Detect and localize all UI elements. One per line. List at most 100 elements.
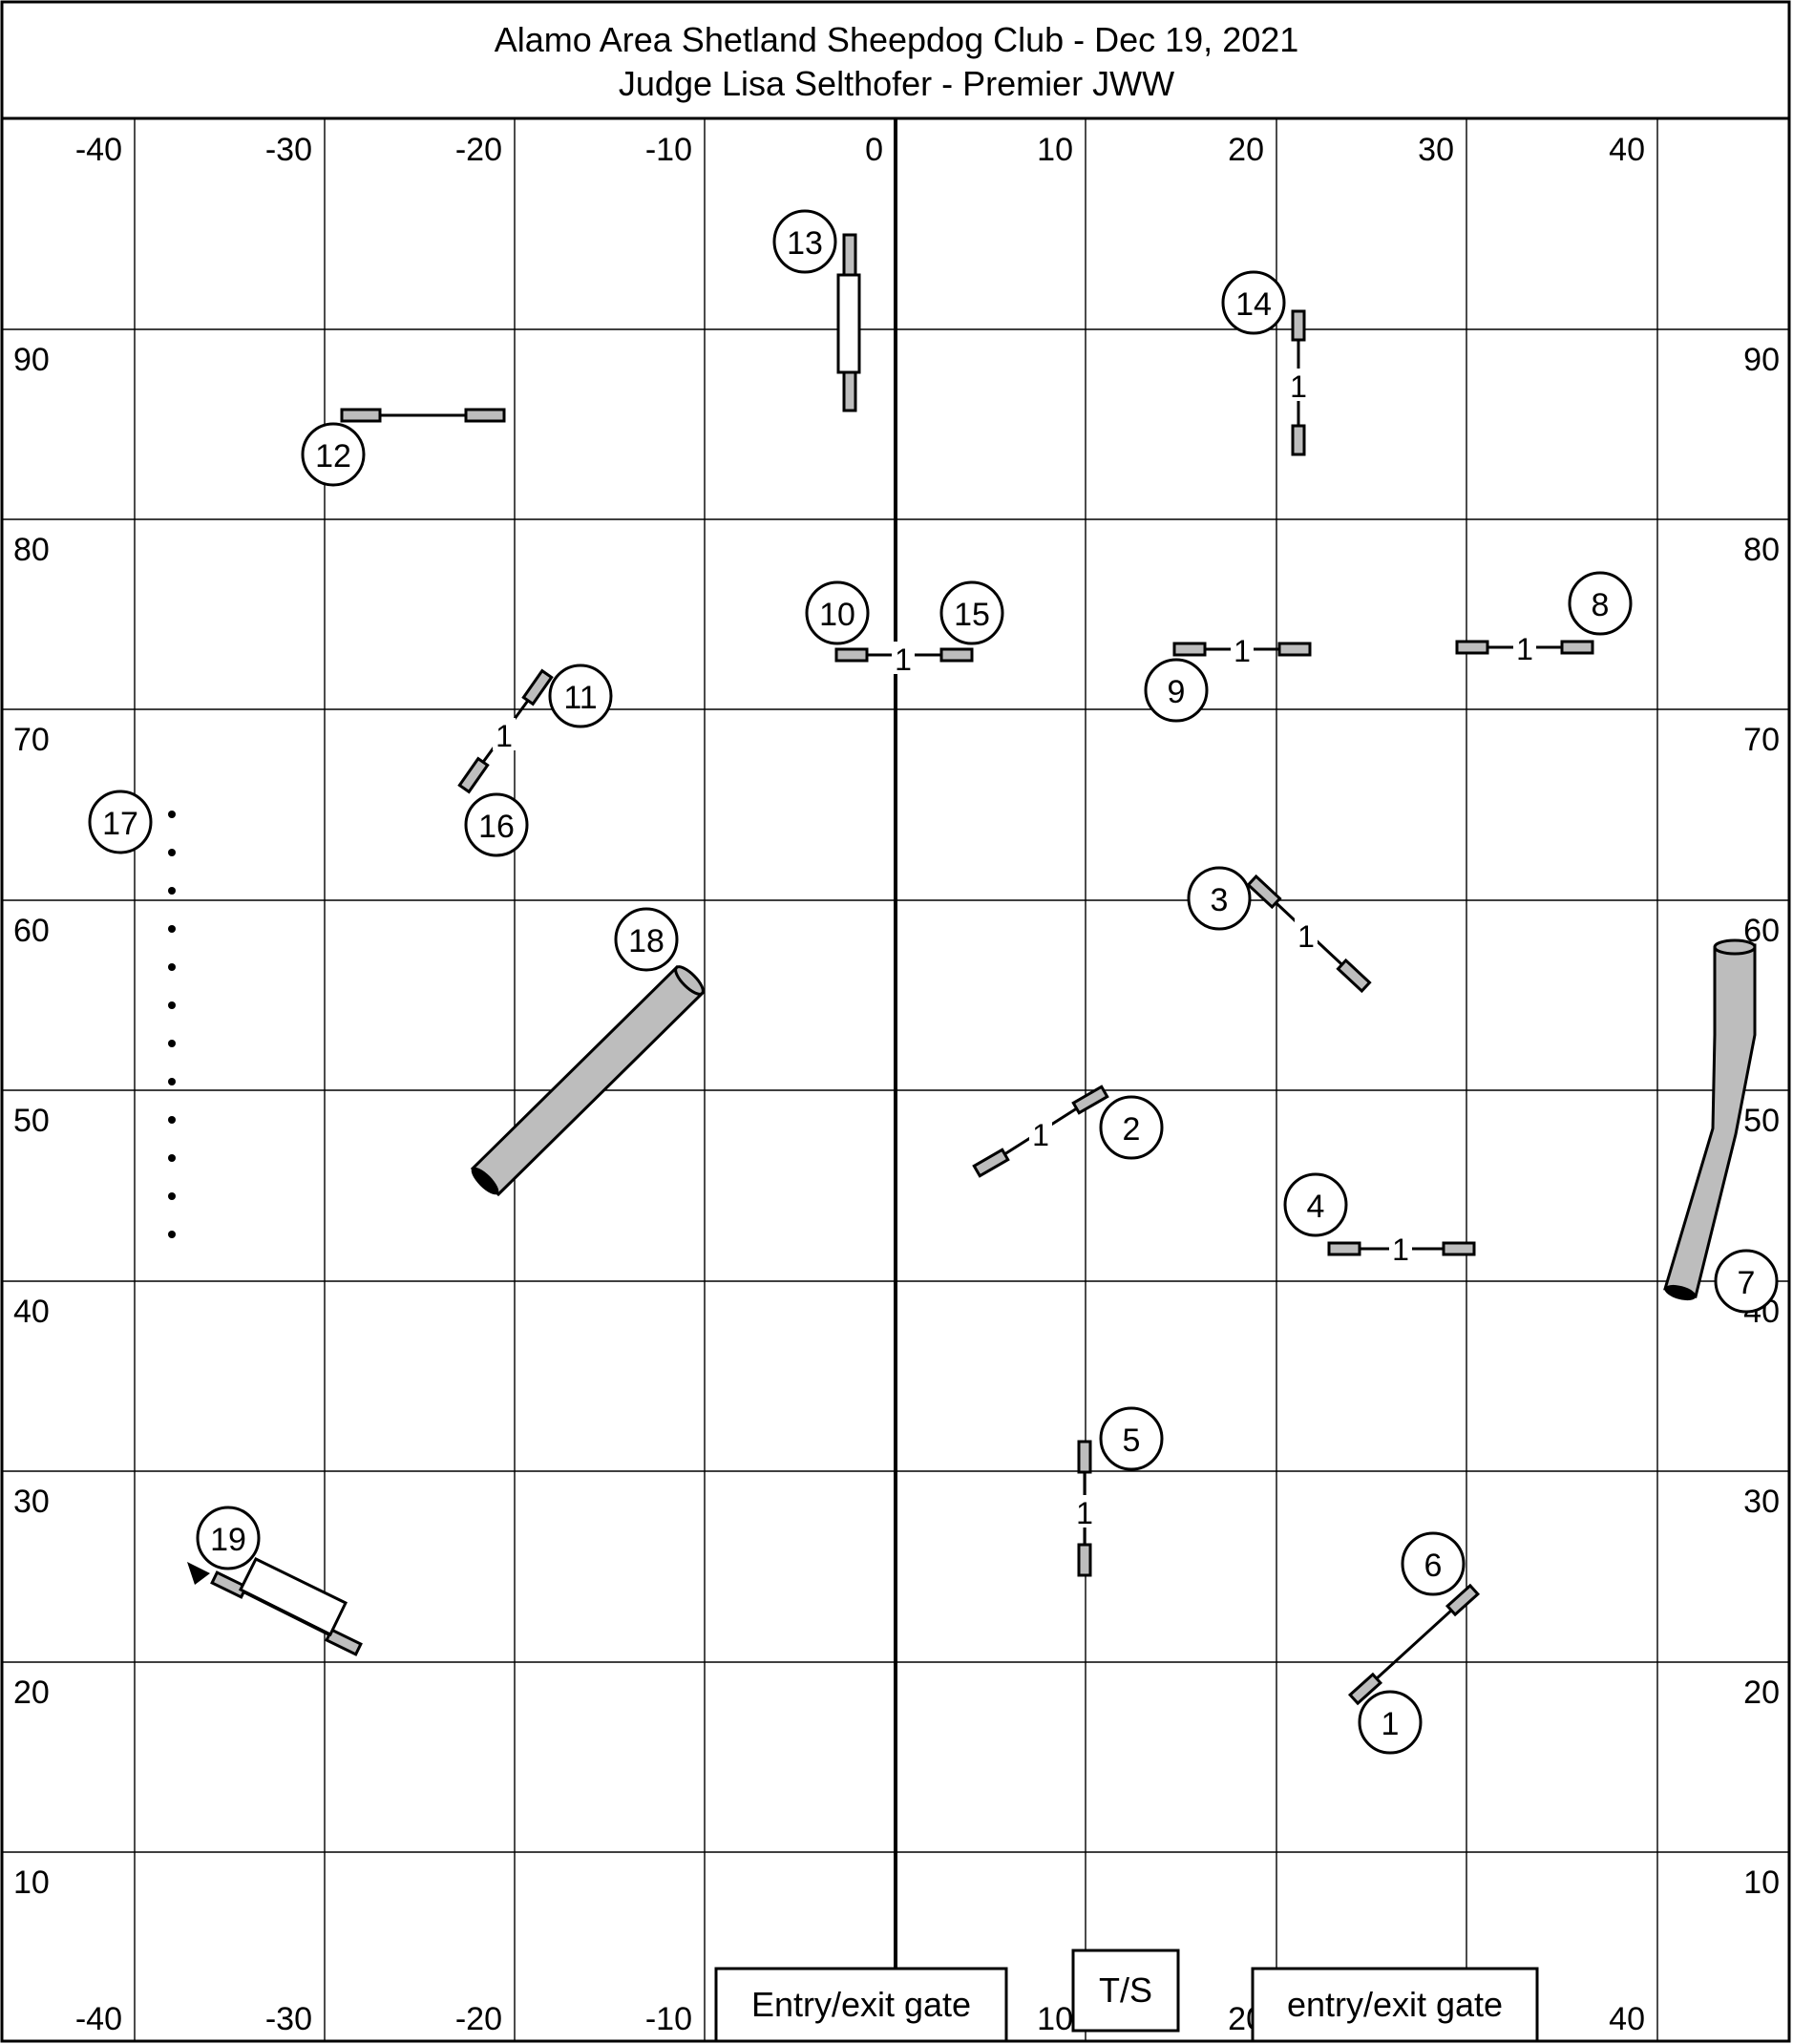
weave-pole xyxy=(168,1040,176,1047)
tunnel-opening xyxy=(674,965,705,996)
weave-pole xyxy=(168,1001,176,1009)
jump-wing xyxy=(1455,640,1489,655)
jump-5[interactable]: 1 xyxy=(1073,1440,1096,1577)
spacing-label: 1 xyxy=(1290,369,1307,404)
jump-9[interactable]: 1 xyxy=(1172,633,1312,668)
number-label: 13 xyxy=(787,225,823,262)
tire-13[interactable] xyxy=(836,233,861,412)
obstacle-number-9: 9 xyxy=(1144,658,1209,723)
obstacle-number-10: 10 xyxy=(805,580,870,645)
jump-wing xyxy=(1071,1085,1109,1115)
y-tick-label: 60 xyxy=(13,913,50,949)
y-tick-label: 80 xyxy=(13,532,50,568)
y-tick-label: 10 xyxy=(13,1865,50,1901)
spacing-label-bg xyxy=(1073,1495,1096,1528)
number-label: 3 xyxy=(1211,882,1229,918)
x-axis-bottom: -40 -30 -20 -10 10 20 40 xyxy=(75,2001,1645,2037)
jump-2[interactable]: 1 xyxy=(972,1085,1109,1178)
jump-wing xyxy=(1172,642,1207,657)
number-circle xyxy=(1221,270,1286,335)
jump-3[interactable]: 1 xyxy=(1246,874,1372,994)
jump-19[interactable] xyxy=(187,1556,363,1656)
jump-wing xyxy=(939,647,974,663)
number-label: 9 xyxy=(1168,674,1186,710)
y-tick-label: 70 xyxy=(13,722,50,758)
number-label: 12 xyxy=(315,438,351,474)
number-label: 6 xyxy=(1424,1548,1443,1584)
number-circle xyxy=(1283,1172,1348,1237)
jump-10[interactable]: 1 xyxy=(834,642,974,677)
jump-wing xyxy=(1077,1440,1092,1474)
jump-wing xyxy=(1291,309,1306,342)
obstacle-number-13: 13 xyxy=(772,209,837,274)
tunnel-18[interactable] xyxy=(468,963,707,1199)
x-tick-label: -10 xyxy=(645,132,692,168)
jump-8[interactable]: 1 xyxy=(1455,631,1594,666)
number-label: 14 xyxy=(1235,286,1272,323)
obstacle-number-18: 18 xyxy=(614,907,679,972)
entry-exit-gate-left[interactable]: Entry/exit gate xyxy=(714,1967,1008,2043)
number-label: 5 xyxy=(1123,1422,1141,1459)
weave-pole xyxy=(168,849,176,856)
number-label: 10 xyxy=(819,597,855,633)
y-tick-label: 90 xyxy=(1743,342,1780,378)
obstacle-number-3: 3 xyxy=(1187,866,1252,931)
y-tick-label: 80 xyxy=(1743,532,1780,568)
entry-exit-gate-right[interactable]: entry/exit gate xyxy=(1251,1967,1539,2043)
x-tick-label: 40 xyxy=(1609,2001,1645,2037)
weave-pole xyxy=(168,1154,176,1162)
x-tick-label: 10 xyxy=(1037,2001,1073,2037)
gate-box xyxy=(1071,1949,1180,2033)
number-circle xyxy=(1187,866,1252,931)
number-label: 19 xyxy=(210,1522,246,1558)
y-tick-label: 20 xyxy=(13,1675,50,1711)
gate-box xyxy=(714,1967,1008,2043)
weave-poles-17[interactable] xyxy=(168,811,176,1238)
weave-pole xyxy=(168,1078,176,1085)
spacing-label: 1 xyxy=(496,719,513,753)
jump-wing xyxy=(521,668,554,706)
spacing-label-bg xyxy=(1029,1117,1052,1149)
number-circle xyxy=(88,790,153,854)
obstacle-number-11: 11 xyxy=(548,664,613,728)
jump-wing xyxy=(1442,1241,1476,1256)
jump-1[interactable] xyxy=(1347,1583,1481,1706)
y-tick-label: 40 xyxy=(13,1294,50,1330)
weave-pole xyxy=(168,1116,176,1124)
spacing-label: 1 xyxy=(895,643,912,677)
jump-bar-line xyxy=(1363,1598,1465,1691)
weave-pole xyxy=(168,925,176,933)
weave-pole xyxy=(168,887,176,895)
number-label: 17 xyxy=(102,806,138,842)
jump-wing xyxy=(834,647,869,663)
y-tick-label: 50 xyxy=(1743,1103,1780,1139)
gate-label: Entry/exit gate xyxy=(751,1985,971,2024)
x-tick-label: -40 xyxy=(75,2001,122,2037)
x-tick-label: 10 xyxy=(1037,132,1073,168)
number-circle xyxy=(1358,1690,1423,1755)
jump-wing xyxy=(1246,874,1282,910)
y-tick-label: 70 xyxy=(1743,722,1780,758)
number-label: 8 xyxy=(1592,587,1610,623)
jump-wing xyxy=(972,1148,1010,1178)
y-tick-label: 90 xyxy=(13,342,50,378)
x-tick-label: -10 xyxy=(645,2001,692,2037)
number-circle xyxy=(1714,1249,1779,1314)
spacing-label: 1 xyxy=(1234,634,1251,668)
jump-11[interactable]: 1 xyxy=(457,668,554,794)
jump-14[interactable]: 1 xyxy=(1287,309,1310,456)
obstacle-number-19: 19 xyxy=(196,1506,261,1570)
x-tick-label: 30 xyxy=(1418,132,1454,168)
jump-12[interactable] xyxy=(340,408,506,423)
number-label: 1 xyxy=(1382,1706,1400,1742)
obstacle-number-7: 7 xyxy=(1714,1249,1779,1314)
ts-box[interactable]: T/S xyxy=(1071,1949,1180,2033)
jump-wing xyxy=(1445,1583,1481,1617)
jump-4[interactable]: 1 xyxy=(1327,1232,1476,1267)
spacing-label-bg xyxy=(1513,631,1536,664)
tunnel-7[interactable] xyxy=(1663,938,1757,1303)
weave-pole xyxy=(168,1231,176,1238)
x-tick-label: -30 xyxy=(265,2001,312,2037)
x-tick-label: -40 xyxy=(75,132,122,168)
